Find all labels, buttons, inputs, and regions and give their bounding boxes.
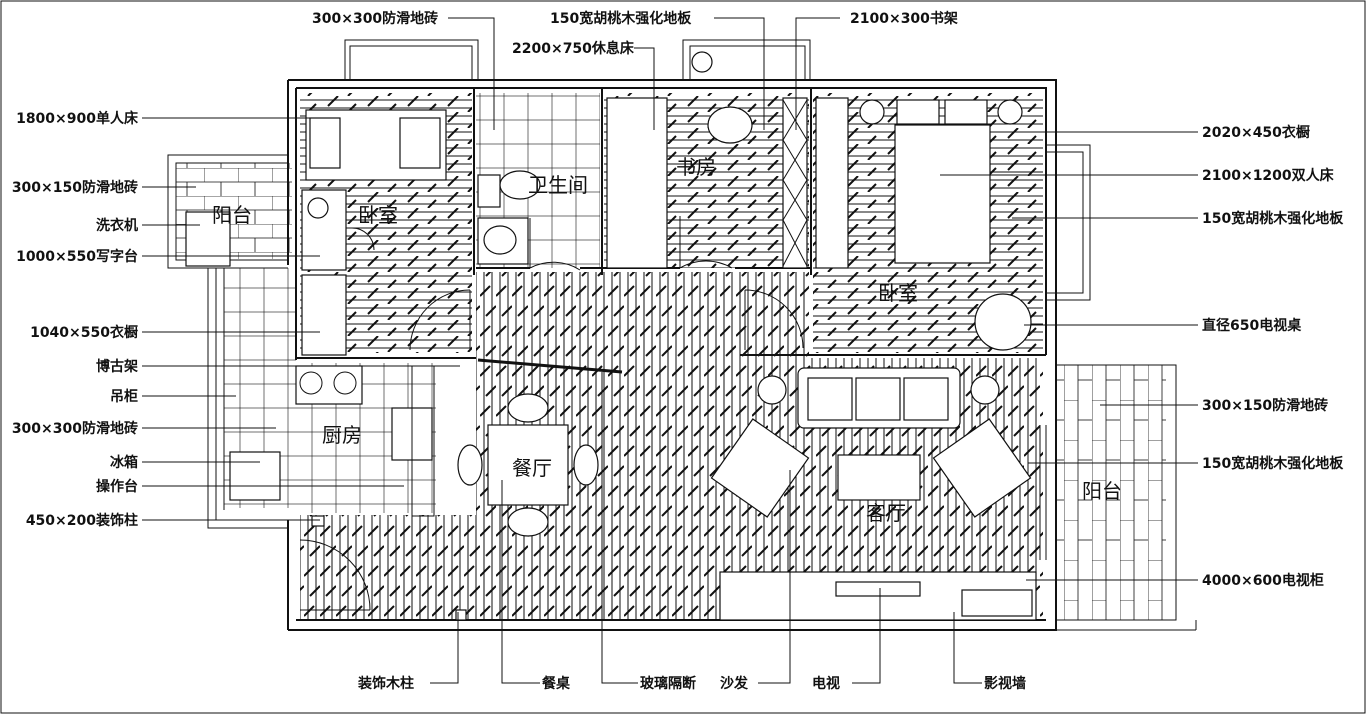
label-feature-wall: 影视墙 (984, 675, 1026, 692)
toilet-tank (477, 174, 501, 208)
label-walnut-floor-top: 150宽胡桃木强化地板 (550, 10, 692, 27)
label-walnut-floor-bedroom: 150宽胡桃木强化地板 (1202, 210, 1344, 227)
label-curio-shelf: 博古架 (96, 358, 138, 375)
label-antislip-150-left: 300×150防滑地砖 (12, 179, 138, 196)
label-sofa: 沙发 (720, 675, 749, 692)
room-bedroom-small: 卧室 (358, 203, 398, 227)
label-single-bed: 1800×900单人床 (16, 110, 139, 127)
room-balcony-right: 阳台 (1082, 479, 1122, 503)
glass-partition (477, 358, 623, 374)
toilet-icon (499, 170, 541, 200)
washbasin-bowl (483, 225, 517, 255)
label-antislip-150-right: 300×150防滑地砖 (1202, 397, 1328, 414)
room-dining: 餐厅 (512, 456, 552, 480)
label-glass-partition: 玻璃隔断 (640, 675, 696, 692)
label-wardrobe-small: 1040×550衣橱 (30, 324, 138, 341)
room-study: 书房 (676, 155, 716, 179)
leader-lines (142, 17, 1198, 684)
floor-entry (300, 515, 476, 620)
label-desk: 1000×550写字台 (16, 248, 138, 265)
tv (835, 581, 921, 597)
label-daybed: 2200×750休息床 (512, 40, 635, 57)
label-wardrobe-master: 2020×450衣橱 (1202, 124, 1310, 141)
label-tv-cabinet: 4000×600电视柜 (1202, 572, 1324, 589)
room-kitchen: 厨房 (322, 423, 362, 447)
wardrobe-small (301, 274, 347, 356)
room-bedroom-master: 卧室 (878, 281, 918, 305)
wardrobe-master (815, 97, 849, 269)
study-chair (707, 106, 753, 144)
room-names: 阳台 卧室 卫生间 书房 卧室 厨房 餐厅 客厅 阳台 (212, 155, 1122, 525)
label-worktop: 操作台 (96, 478, 138, 495)
stove (295, 365, 363, 405)
label-walnut-floor-living: 150宽胡桃木强化地板 (1202, 455, 1344, 472)
right-labels: 2020×450衣橱 2100×1200双人床 150宽胡桃木强化地板 直径65… (1202, 124, 1344, 589)
label-washing-machine: 洗衣机 (96, 217, 138, 234)
label-wood-column: 装饰木柱 (357, 675, 414, 692)
label-tv-table: 直径650电视桌 (1202, 317, 1302, 334)
decor-pillar (311, 515, 325, 527)
av-unit (961, 589, 1033, 617)
washing-machine (185, 211, 231, 267)
room-balcony-left: 阳台 (212, 203, 252, 227)
desk-lamp (307, 197, 329, 219)
tv-table (974, 293, 1032, 351)
sofa (710, 367, 1032, 518)
label-double-bed: 2100×1200双人床 (1202, 167, 1335, 184)
label-antislip-300: 300×300防滑地砖 (12, 420, 138, 437)
label-bookshelf: 2100×300书架 (850, 10, 958, 27)
room-living: 客厅 (866, 501, 906, 525)
decor-column (455, 609, 467, 621)
left-labels: 1800×900单人床 300×150防滑地砖 洗衣机 1000×550写字台 … (12, 110, 139, 529)
floor-balcony-right (1056, 365, 1166, 620)
label-tv: 电视 (812, 675, 840, 692)
doors (299, 216, 804, 611)
bookshelf (782, 97, 808, 269)
label-fridge: 冰箱 (110, 454, 138, 471)
dining-table (457, 393, 599, 537)
label-antislip-300-top: 300×300防滑地砖 (312, 10, 438, 27)
coffee-table (837, 454, 921, 501)
single-bed (305, 109, 447, 181)
daybed (606, 97, 668, 269)
label-dining-table: 餐桌 (541, 675, 571, 692)
label-wall-cabinet: 吊柜 (110, 388, 138, 405)
double-bed (859, 99, 1023, 264)
bottom-labels: 装饰木柱 餐桌 玻璃隔断 沙发 电视 影视墙 (357, 675, 1026, 692)
refrigerator (229, 451, 281, 501)
room-bathroom: 卫生间 (528, 173, 588, 197)
top-labels: 300×300防滑地砖 150宽胡桃木强化地板 2100×300书架 2200×… (312, 10, 958, 57)
floor-drain-icon (691, 51, 713, 73)
label-decor-pillar: 450×200装饰柱 (26, 512, 138, 529)
